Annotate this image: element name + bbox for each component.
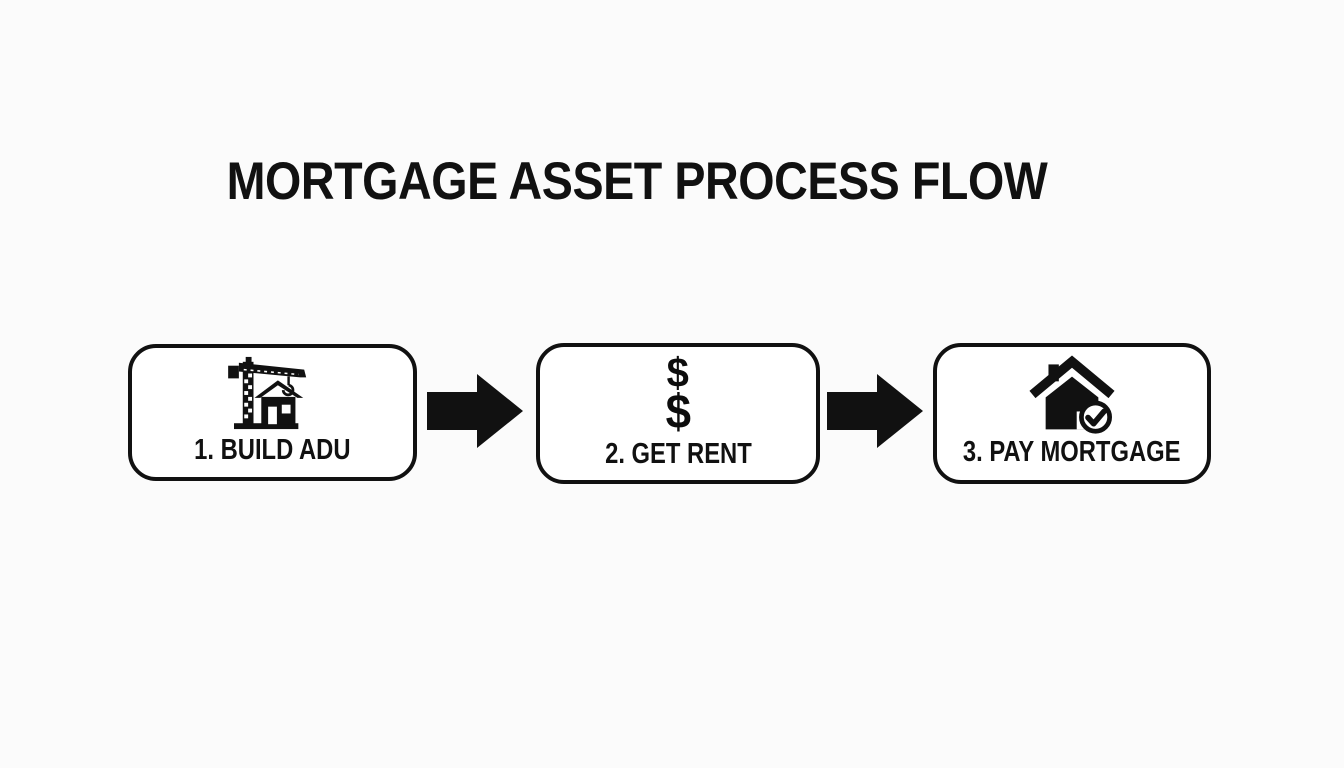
step-3-label: 3. PAY MORTGAGE bbox=[963, 436, 1181, 468]
step-2-label: 2. GET RENT bbox=[604, 438, 752, 470]
house-checkmark-icon bbox=[1029, 355, 1115, 434]
construction-crane-house-icon bbox=[227, 356, 306, 430]
step-3-icon-zone bbox=[1022, 354, 1122, 436]
dollar-signs-icon: $ $ bbox=[665, 352, 692, 438]
step-box-pay-mortgage: 3. PAY MORTGAGE bbox=[933, 343, 1211, 484]
right-block-arrow-icon bbox=[427, 374, 523, 448]
step-1-icon-zone bbox=[221, 352, 325, 434]
step-box-build-adu: 1. BUILD ADU bbox=[128, 344, 417, 481]
dollar-sign-top: $ bbox=[666, 349, 690, 396]
diagram-title: MORTGAGE ASSET PROCESS FLOW bbox=[226, 152, 1048, 211]
step-box-get-rent: $ $ 2. GET RENT bbox=[536, 343, 820, 484]
step-1-label: 1. BUILD ADU bbox=[194, 434, 351, 466]
dollar-sign-bottom: $ bbox=[665, 386, 691, 439]
right-block-arrow-icon bbox=[827, 374, 923, 448]
